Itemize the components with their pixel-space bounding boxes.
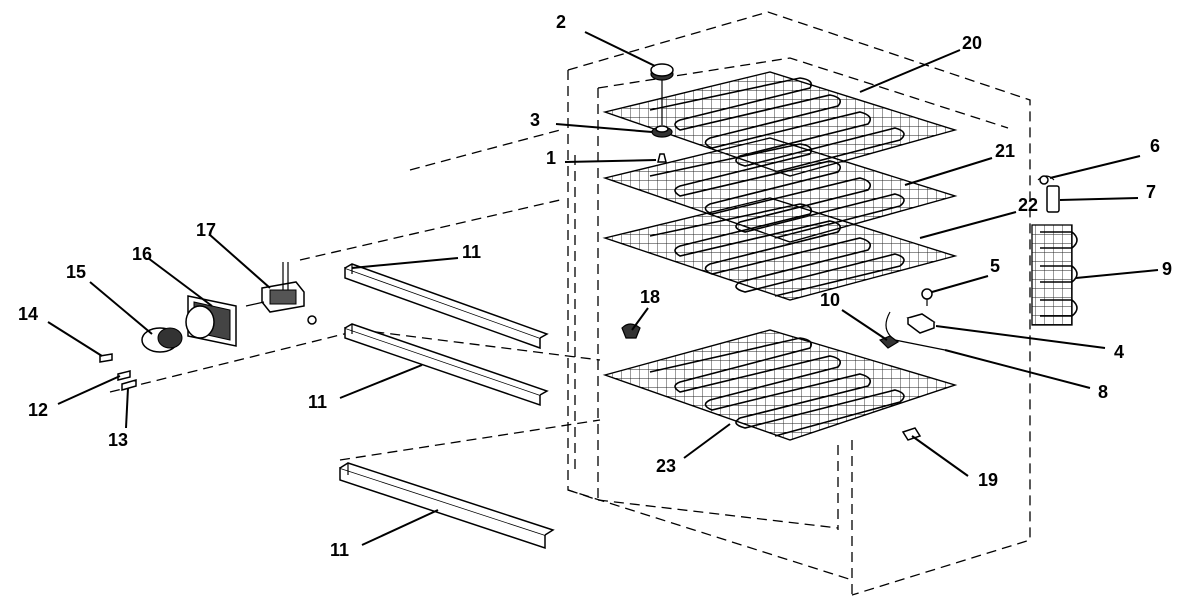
rail-11-middle bbox=[344, 323, 549, 407]
screw-13 bbox=[121, 379, 137, 391]
label-14: 14 bbox=[18, 304, 38, 324]
label-6: 6 bbox=[1150, 136, 1160, 156]
thermostat-17 bbox=[245, 262, 317, 325]
label-4: 4 bbox=[1114, 342, 1124, 362]
rail-11-top bbox=[344, 263, 549, 350]
grommet-2 bbox=[650, 63, 674, 125]
mounting-bracket-16 bbox=[185, 295, 237, 347]
clip-6 bbox=[1037, 175, 1055, 185]
label-18: 18 bbox=[640, 287, 660, 307]
screw-1 bbox=[657, 153, 667, 163]
screw-12 bbox=[117, 370, 131, 381]
label-9: 9 bbox=[1162, 259, 1172, 279]
leader-lines bbox=[47, 31, 1159, 546]
cabinet-outline bbox=[567, 11, 1031, 596]
label-11-bottom: 11 bbox=[330, 540, 349, 560]
label-21: 21 bbox=[995, 141, 1015, 161]
label-22: 22 bbox=[1018, 195, 1038, 215]
thermostat-sensor-4 bbox=[906, 313, 936, 334]
label-5: 5 bbox=[990, 256, 1000, 276]
label-12: 12 bbox=[28, 400, 48, 420]
label-11-middle: 11 bbox=[308, 392, 327, 412]
label-16: 16 bbox=[132, 244, 152, 264]
clip-18 bbox=[621, 323, 641, 339]
label-13: 13 bbox=[108, 430, 128, 450]
label-11-top: 11 bbox=[462, 242, 481, 262]
rail-11-bottom bbox=[339, 462, 555, 550]
label-19: 19 bbox=[978, 470, 998, 490]
screw-5 bbox=[921, 288, 933, 306]
label-10: 10 bbox=[820, 290, 840, 310]
alignment-lines bbox=[109, 129, 601, 461]
label-3: 3 bbox=[530, 110, 540, 130]
evaporator-shelf-23 bbox=[602, 329, 958, 441]
label-15: 15 bbox=[66, 262, 86, 282]
part-labels: 2 3 1 20 21 22 6 7 9 5 10 4 8 18 19 23 1… bbox=[18, 12, 1172, 560]
label-20: 20 bbox=[962, 33, 982, 53]
evaporator-shelf-22 bbox=[602, 197, 958, 301]
screw-14 bbox=[99, 353, 113, 363]
clip-19 bbox=[901, 427, 922, 441]
label-7: 7 bbox=[1146, 182, 1156, 202]
label-2: 2 bbox=[556, 12, 566, 32]
label-23: 23 bbox=[656, 456, 676, 476]
condenser-coil-9 bbox=[1031, 224, 1078, 326]
grommet-3 bbox=[651, 125, 673, 138]
label-8: 8 bbox=[1098, 382, 1108, 402]
label-1: 1 bbox=[546, 148, 556, 168]
drier-7 bbox=[1046, 185, 1060, 213]
label-17: 17 bbox=[196, 220, 216, 240]
